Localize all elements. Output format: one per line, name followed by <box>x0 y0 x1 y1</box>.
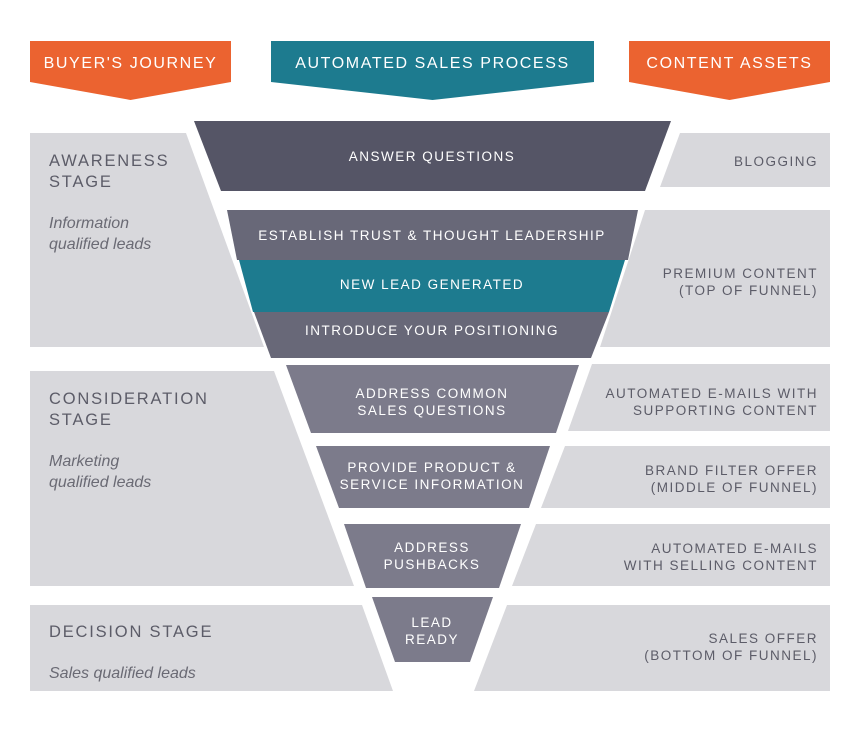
funnel-segment-answer-questions <box>194 121 671 191</box>
asset-label-supporting: AUTOMATED E-MAILS WITH SUPPORTING CONTEN… <box>605 386 818 418</box>
awareness-stage-panel <box>30 133 264 347</box>
funnel-label-establish-trust: ESTABLISH TRUST & THOUGHT LEADERSHIP <box>258 228 606 243</box>
automated-sales-banner <box>271 41 594 100</box>
awareness-stage-title: AWARENESS STAGE <box>49 152 170 191</box>
content-assets-banner <box>629 41 830 100</box>
asset-label-selling: AUTOMATED E-MAILS WITH SELLING CONTENT <box>623 541 818 573</box>
funnel-label-pushbacks: ADDRESS PUSHBACKS <box>383 540 481 572</box>
awareness-stage-subtitle: Information qualified leads <box>49 215 152 253</box>
funnel-label-new-lead: NEW LEAD GENERATED <box>339 277 525 292</box>
funnel-segment-lead-ready <box>372 597 493 662</box>
funnel-segment-establish-trust <box>227 210 638 260</box>
funnel-segment-new-lead <box>239 260 625 312</box>
funnel-segment-sales-questions <box>286 365 579 433</box>
decision-stage-subtitle: Sales qualified leads <box>49 665 196 682</box>
funnel-label-positioning: INTRODUCE YOUR POSITIONING <box>304 323 560 338</box>
consideration-stage-panel <box>30 371 354 586</box>
funnel-segment-product-info <box>316 446 550 508</box>
decision-stage-panel <box>30 605 393 691</box>
asset-panel-supporting <box>568 364 830 431</box>
buyers-journey-header: BUYER'S JOURNEY <box>43 55 218 72</box>
asset-label-sales-offer: SALES OFFER (BOTTOM OF FUNNEL) <box>644 631 818 663</box>
asset-panel-blogging <box>660 133 830 187</box>
asset-label-blogging: BLOGGING <box>733 154 818 169</box>
asset-panel-selling <box>512 524 830 586</box>
consideration-stage-subtitle: Marketing qualified leads <box>49 453 152 491</box>
decision-stage-title: DECISION STAGE <box>49 623 214 641</box>
buyers-journey-banner <box>30 41 231 100</box>
consideration-stage-title: CONSIDERATION STAGE <box>49 390 209 429</box>
asset-panel-sales-offer <box>474 605 830 691</box>
asset-label-premium: PREMIUM CONTENT (TOP OF FUNNEL) <box>662 266 818 298</box>
funnel-label-product-info: PROVIDE PRODUCT & SERVICE INFORMATION <box>339 460 525 492</box>
funnel-label-lead-ready: LEAD READY <box>404 615 459 647</box>
funnel-segment-positioning <box>254 312 609 358</box>
asset-panel-brand-filter <box>541 446 830 508</box>
funnel-segment-pushbacks <box>344 524 521 588</box>
content-assets-header: CONTENT ASSETS <box>646 55 813 72</box>
funnel-label-answer-questions: ANSWER QUESTIONS <box>348 149 516 164</box>
asset-label-brand-filter: BRAND FILTER OFFER (MIDDLE OF FUNNEL) <box>644 463 818 495</box>
funnel-label-sales-questions: ADDRESS COMMON SALES QUESTIONS <box>355 386 509 418</box>
automated-sales-header: AUTOMATED SALES PROCESS <box>295 55 570 72</box>
asset-panel-premium <box>600 210 830 347</box>
